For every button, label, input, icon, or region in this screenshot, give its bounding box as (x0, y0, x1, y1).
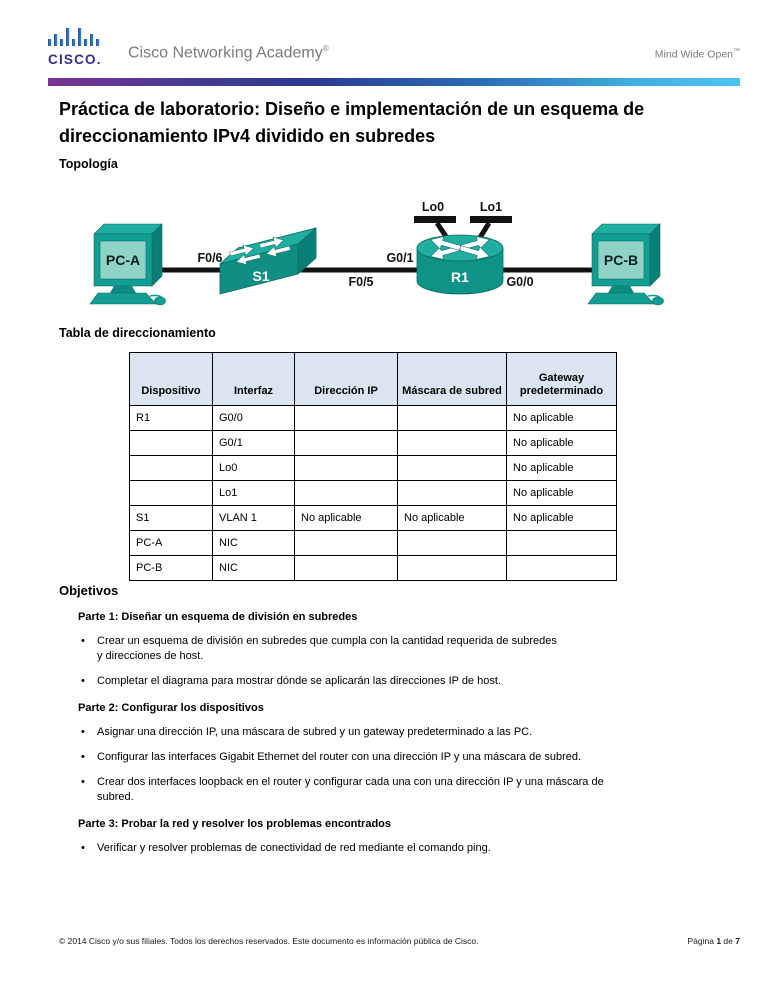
table-cell (397, 430, 507, 456)
table-cell: No aplicable (506, 405, 617, 431)
label-lo1: Lo1 (480, 200, 502, 214)
table-cell (397, 530, 507, 556)
table-cell: No aplicable (397, 505, 507, 531)
table-cell: No aplicable (506, 455, 617, 481)
cisco-logo-word: CISCO. (48, 52, 102, 67)
bullet-icon: • (81, 842, 85, 854)
table-header-cell: Máscara de subred (397, 352, 507, 406)
table-cell (129, 455, 213, 481)
address-table-heading: Tabla de direccionamiento (59, 326, 216, 340)
table-cell (397, 405, 507, 431)
table-cell (294, 480, 398, 506)
table-header-cell: Dirección IP (294, 352, 398, 406)
footer-copyright: © 2014 Cisco y/o sus filiales. Todos los… (59, 936, 479, 946)
table-row: Lo1 No aplicable (129, 480, 617, 506)
table-cell (294, 530, 398, 556)
table-cell: G0/1 (212, 430, 295, 456)
page-title-line2: direccionamiento IPv4 dividido en subred… (59, 126, 436, 146)
label-pc-b: PC-B (604, 252, 638, 268)
table-cell: PC-B (129, 555, 213, 581)
table-cell (397, 455, 507, 481)
table-row: PC-A NIC (129, 530, 617, 556)
label-g01: G0/1 (386, 251, 413, 265)
part-2-title: Parte 2: Configurar los dispositivos (78, 702, 264, 714)
header-divider-bar (48, 78, 740, 86)
objectives-section: Objetivos Parte 1: Diseñar un esquema de… (59, 583, 714, 866)
list-item: • Configurar las interfaces Gigabit Ethe… (81, 751, 582, 763)
table-cell: Lo1 (212, 480, 295, 506)
switch-icon: S1 (219, 227, 317, 295)
table-cell (294, 405, 398, 431)
label-f05: F0/5 (348, 275, 373, 289)
bullet-icon: • (81, 635, 85, 647)
table-cell (294, 430, 398, 456)
table-cell (129, 480, 213, 506)
table-cell: NIC (212, 555, 295, 581)
label-r1: R1 (451, 269, 469, 285)
table-header-cell: Gateway predeterminado (506, 352, 617, 406)
table-row: R1 G0/0 No aplicable (129, 405, 617, 431)
table-cell: No aplicable (294, 505, 398, 531)
cisco-logo-bars-icon (48, 28, 100, 46)
table-header-cell: Interfaz (212, 352, 295, 406)
label-s1: S1 (252, 268, 269, 284)
table-cell: NIC (212, 530, 295, 556)
topology-diagram: Lo0 Lo1 PC-A S1 R1 PC-B (89, 200, 665, 306)
label-f06: F0/6 (197, 251, 222, 265)
table-header-cell: Dispositivo (129, 352, 213, 406)
table-row: PC-B NIC (129, 555, 617, 581)
table-row: G0/1 No aplicable (129, 430, 617, 456)
page-title: Práctica de laboratorio: Diseño e implem… (59, 96, 644, 150)
table-cell (294, 455, 398, 481)
address-table: Dispositivo Interfaz Dirección IP Máscar… (129, 352, 617, 581)
table-header-row: Dispositivo Interfaz Dirección IP Máscar… (129, 352, 617, 406)
table-cell (506, 555, 617, 581)
table-cell: No aplicable (506, 480, 617, 506)
objectives-heading: Objetivos (59, 583, 119, 598)
bullet-icon: • (81, 726, 85, 738)
list-item: • Completar el diagrama para mostrar dón… (81, 675, 501, 687)
label-g00: G0/0 (506, 275, 533, 289)
pc-b-icon: PC-B (587, 223, 665, 306)
table-row: Lo0 No aplicable (129, 455, 617, 481)
page-number: Página 1 de 7 (687, 936, 740, 946)
table-cell: S1 (129, 505, 213, 531)
table-cell: VLAN 1 (212, 505, 295, 531)
cisco-logo: CISCO. (48, 28, 118, 67)
page-title-line1: Práctica de laboratorio: Diseño e implem… (59, 99, 645, 119)
page-footer: © 2014 Cisco y/o sus filiales. Todos los… (59, 936, 740, 946)
table-cell (506, 530, 617, 556)
list-item: • Crear dos interfaces loopback en el ro… (81, 776, 604, 803)
list-item: • Crear un esquema de división en subred… (81, 635, 557, 662)
router-icon: R1 (416, 232, 504, 295)
bullet-icon: • (81, 751, 85, 763)
table-cell: No aplicable (506, 430, 617, 456)
table-cell: PC-A (129, 530, 213, 556)
pc-a-icon: PC-A (89, 223, 167, 306)
label-lo0: Lo0 (422, 200, 444, 214)
table-cell (129, 430, 213, 456)
tagline-text: Mind Wide Open™ (654, 48, 740, 61)
table-cell: No aplicable (506, 505, 617, 531)
bullet-icon: • (81, 675, 85, 687)
table-cell (397, 555, 507, 581)
table-cell: R1 (129, 405, 213, 431)
brand-text: Cisco Networking Academy® (128, 44, 329, 62)
table-row: S1 VLAN 1 No aplicable No aplicable No a… (129, 505, 617, 531)
part-3-title: Parte 3: Probar la red y resolver los pr… (78, 818, 392, 830)
list-item: • Asignar una dirección IP, una máscara … (81, 726, 533, 738)
part-1-title: Parte 1: Diseñar un esquema de división … (78, 611, 358, 623)
table-cell: G0/0 (212, 405, 295, 431)
table-cell (294, 555, 398, 581)
bullet-icon: • (81, 776, 85, 788)
table-cell: Lo0 (212, 455, 295, 481)
table-cell (397, 480, 507, 506)
list-item: • Verificar y resolver problemas de cone… (81, 842, 491, 854)
topology-heading: Topología (59, 157, 118, 171)
label-pc-a: PC-A (106, 252, 140, 268)
